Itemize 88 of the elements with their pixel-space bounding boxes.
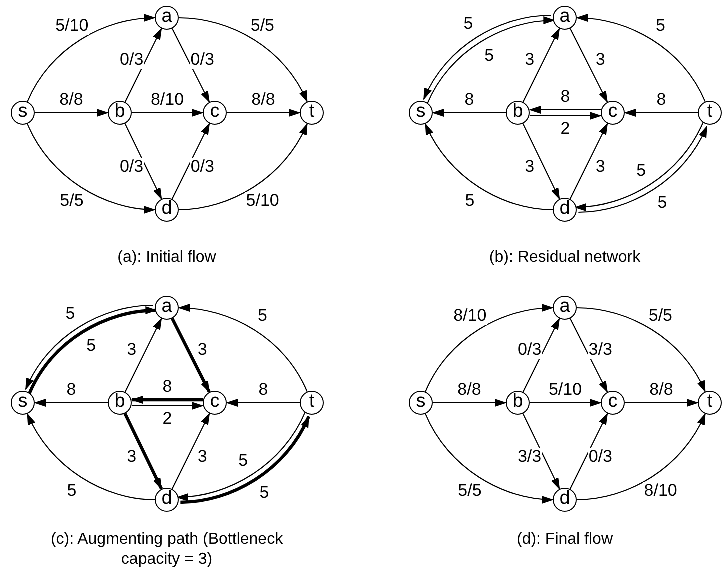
panel-caption: (d): Final flow <box>516 530 614 550</box>
arrow <box>570 318 608 394</box>
vertex-circle: c <box>601 101 625 125</box>
arrow <box>178 304 308 392</box>
edge-label: 3/3 <box>588 340 614 359</box>
arrow <box>570 28 608 104</box>
arrow <box>124 318 162 392</box>
arrow <box>425 123 554 211</box>
edge-label: 5 <box>64 304 76 323</box>
vertex-circle: c <box>601 391 625 415</box>
arrow <box>570 412 608 490</box>
vertex-circle: c <box>203 391 227 415</box>
arrow <box>570 122 608 200</box>
arrow <box>522 28 560 102</box>
arrow <box>178 123 308 211</box>
edge-label: 5 <box>86 336 98 355</box>
edge-label: 2 <box>560 120 572 138</box>
arrow <box>27 413 156 501</box>
vertex-circle: s <box>409 391 433 415</box>
vertex-circle: b <box>108 391 132 415</box>
edge-label: 5 <box>238 452 250 470</box>
arrow <box>124 28 162 102</box>
arrow <box>170 318 212 394</box>
vertex-circle: a <box>553 296 577 320</box>
edge-label: 5 <box>636 162 648 180</box>
panel-caption: (c): Augmenting path (Bottleneck capacity = 3) <box>50 530 284 570</box>
arrow <box>624 109 698 117</box>
vertex-circle: b <box>506 391 530 415</box>
arrow <box>172 28 210 104</box>
arrow <box>132 109 204 117</box>
arrow <box>530 399 602 407</box>
edge-label: 5/10 <box>54 17 90 36</box>
arrow <box>425 304 554 392</box>
edge-label: 8 <box>560 88 572 106</box>
arrow <box>172 122 210 200</box>
vertex-circle: c <box>203 101 227 125</box>
arrow <box>35 109 109 117</box>
vertex-circle: s <box>11 391 35 415</box>
vertex-circle: a <box>155 296 179 320</box>
vertex-circle: b <box>108 101 132 125</box>
vertex-circle: d <box>553 198 577 222</box>
arrow <box>27 14 156 102</box>
arrow <box>226 399 300 407</box>
arrow <box>34 399 108 407</box>
arrow <box>432 109 506 117</box>
arrow <box>522 318 560 392</box>
vertex-circle: t <box>698 101 722 125</box>
arrow <box>576 14 706 102</box>
panel-caption: (a): Initial flow <box>116 248 218 268</box>
edge-label: 0/3 <box>190 50 216 69</box>
edge-label: 8 <box>162 378 174 396</box>
edge-label: 5 <box>484 46 496 65</box>
arrow <box>172 412 210 490</box>
vertex-circle: b <box>506 101 530 125</box>
edge-label: 0/3 <box>517 340 543 359</box>
edge-label: 5 <box>258 484 270 502</box>
vertex-circle: t <box>300 101 324 125</box>
arrow <box>425 414 554 504</box>
vertex-circle: t <box>300 391 324 415</box>
edge-label: 5 <box>656 194 668 212</box>
arrow <box>522 124 560 200</box>
edge-label: 2 <box>162 410 174 428</box>
arrow <box>178 17 308 103</box>
arrow <box>124 413 164 490</box>
arrow <box>576 413 706 501</box>
vertex-circle: d <box>155 488 179 512</box>
vertex-circle: d <box>155 198 179 222</box>
vertex-circle: a <box>553 6 577 30</box>
arrow <box>124 124 162 200</box>
vertex-circle: d <box>553 488 577 512</box>
arrow <box>576 307 706 393</box>
arrow <box>625 399 699 407</box>
arrow <box>131 396 203 404</box>
arrow <box>433 399 507 407</box>
arrow <box>227 109 301 117</box>
arrow <box>27 124 156 214</box>
edge-label: 0/3 <box>119 50 145 69</box>
edge-label: 8/10 <box>452 307 488 326</box>
vertex-circle: a <box>155 6 179 30</box>
vertex-circle: t <box>698 391 722 415</box>
arrow <box>529 106 601 114</box>
arrow <box>132 402 204 410</box>
panel-caption: (b): Residual network <box>488 248 642 268</box>
arrow <box>530 112 602 120</box>
edge-label: 5 <box>462 14 474 33</box>
vertex-circle: s <box>409 101 433 125</box>
vertex-circle: s <box>11 101 35 125</box>
arrow <box>522 414 560 490</box>
